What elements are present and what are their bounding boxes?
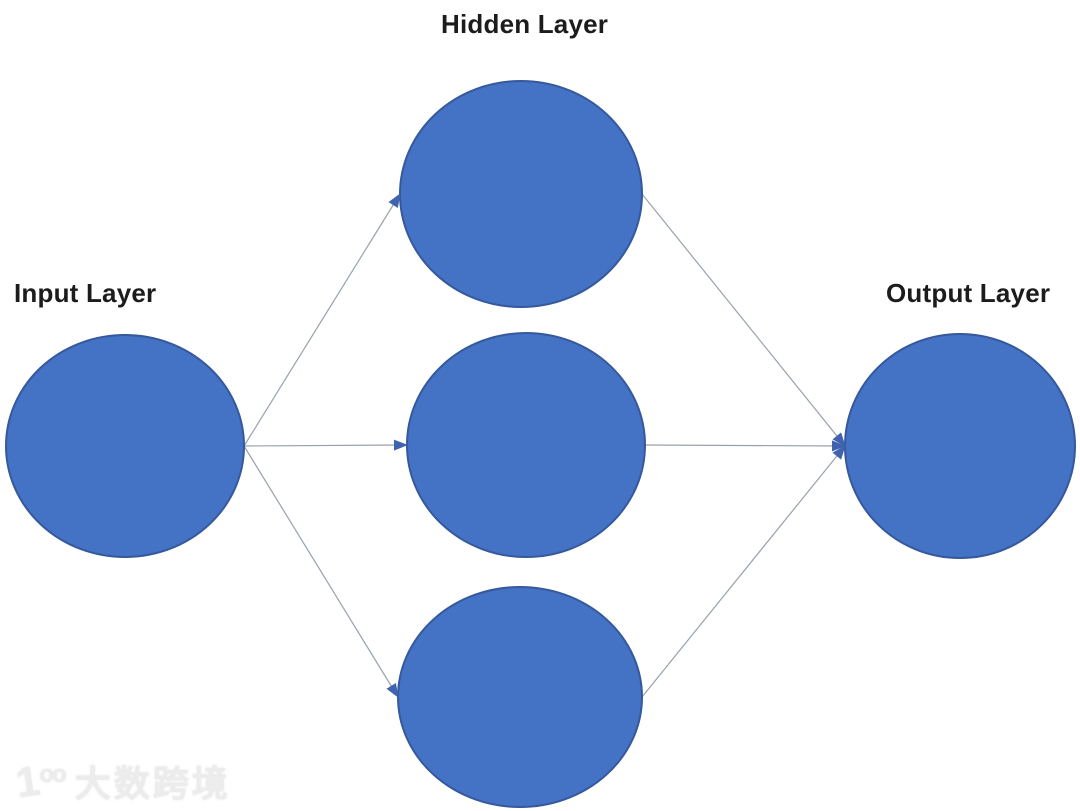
node-hidden-1 <box>399 80 643 308</box>
edge-line-hidden-3-output-1 <box>641 445 846 698</box>
arrowhead-hidden-2-output-1 <box>831 440 846 452</box>
output-layer-label: Output Layer <box>886 278 1051 308</box>
edge-line-input-1-hidden-3 <box>243 445 399 698</box>
hidden-layer-label: Hidden Layer <box>441 9 609 39</box>
edge-line-input-1-hidden-1 <box>243 193 401 447</box>
node-input-1 <box>5 334 245 558</box>
brand-name: 大数跨境 <box>74 763 231 804</box>
edge-line-hidden-2-output-1 <box>644 444 846 447</box>
watermark: 1 oo 大数跨境 <box>12 756 231 807</box>
arrowhead-hidden-1-output-1 <box>832 432 846 447</box>
node-output-1 <box>844 333 1076 559</box>
node-hidden-3 <box>397 586 643 808</box>
edge-line-input-1-hidden-2 <box>243 444 408 447</box>
arrowhead-input-1-hidden-2 <box>393 439 408 451</box>
node-hidden-2 <box>406 332 646 558</box>
arrowhead-input-1-hidden-3 <box>386 683 399 698</box>
edge-line-hidden-1-output-1 <box>641 193 846 447</box>
brand-logo: 1 oo <box>12 756 67 807</box>
input-layer-label: Input Layer <box>14 278 157 308</box>
brand-logo-digit: 1 <box>12 756 43 807</box>
arrowhead-hidden-3-output-1 <box>832 445 846 460</box>
arrowhead-input-1-hidden-1 <box>388 193 401 208</box>
brand-logo-circles: oo <box>39 761 66 788</box>
